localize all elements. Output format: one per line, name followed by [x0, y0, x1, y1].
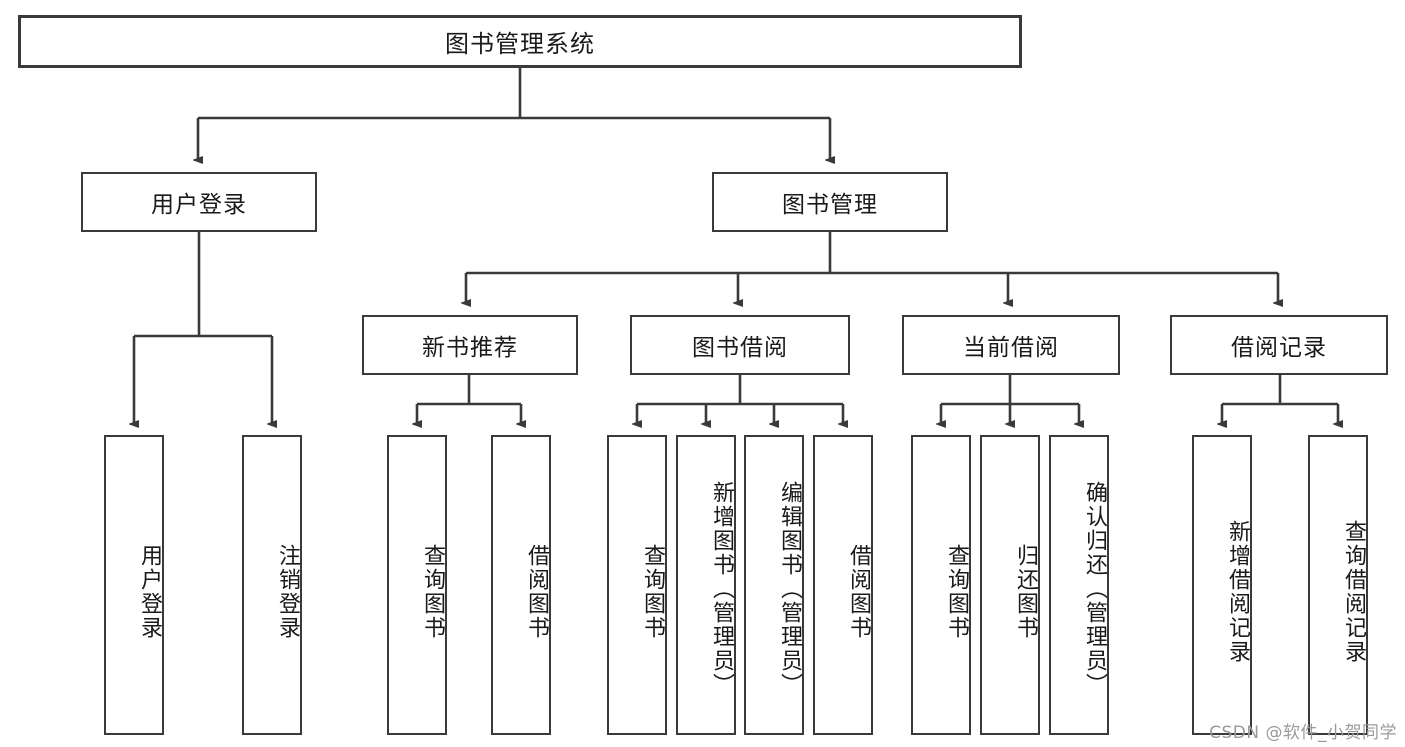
node-book-borrow[interactable]: 图书借阅 [630, 315, 850, 375]
node-recommend-child-1-label: 查询图书 [420, 544, 445, 640]
node-borrow-child-1-label: 查询图书 [640, 544, 665, 640]
node-book-management-label: 图书管理 [782, 192, 878, 218]
node-current-child-3-label: 确认归还（管理员） [1082, 481, 1107, 697]
node-user-login-child-2-label: 注销登录 [275, 544, 300, 640]
node-current-child-2[interactable]: 归还图书 [980, 435, 1040, 735]
node-new-book-recommend-label: 新书推荐 [422, 335, 518, 361]
node-user-login-child-1-label: 用户登录 [137, 544, 162, 640]
node-root[interactable]: 图书管理系统 [18, 15, 1022, 68]
node-record-child-2[interactable]: 查询借阅记录 [1308, 435, 1368, 735]
node-current-child-3[interactable]: 确认归还（管理员） [1049, 435, 1109, 735]
csdn-watermark: CSDN @软件_小贺同学 [1209, 723, 1397, 743]
node-new-book-recommend[interactable]: 新书推荐 [362, 315, 578, 375]
node-book-borrow-label: 图书借阅 [692, 335, 788, 361]
node-current-child-1-label: 查询图书 [944, 544, 969, 640]
node-current-borrow[interactable]: 当前借阅 [902, 315, 1120, 375]
node-user-login[interactable]: 用户登录 [81, 172, 317, 232]
node-borrow-child-2[interactable]: 新增图书（管理员） [676, 435, 736, 735]
node-borrow-child-4[interactable]: 借阅图书 [813, 435, 873, 735]
node-borrow-child-1[interactable]: 查询图书 [607, 435, 667, 735]
node-borrow-child-3[interactable]: 编辑图书（管理员） [744, 435, 804, 735]
node-user-login-child-2[interactable]: 注销登录 [242, 435, 302, 735]
node-current-child-2-label: 归还图书 [1013, 544, 1038, 640]
node-recommend-child-2-label: 借阅图书 [524, 544, 549, 640]
node-borrow-record[interactable]: 借阅记录 [1170, 315, 1388, 375]
node-current-borrow-label: 当前借阅 [963, 335, 1059, 361]
node-borrow-child-2-label: 新增图书（管理员） [709, 481, 734, 697]
node-record-child-2-label: 查询借阅记录 [1341, 520, 1366, 664]
node-book-management[interactable]: 图书管理 [712, 172, 948, 232]
node-recommend-child-2[interactable]: 借阅图书 [491, 435, 551, 735]
node-current-child-1[interactable]: 查询图书 [911, 435, 971, 735]
node-borrow-child-3-label: 编辑图书（管理员） [777, 481, 802, 697]
node-recommend-child-1[interactable]: 查询图书 [387, 435, 447, 735]
node-borrow-child-4-label: 借阅图书 [846, 544, 871, 640]
node-user-login-label: 用户登录 [151, 192, 247, 218]
node-user-login-child-1[interactable]: 用户登录 [104, 435, 164, 735]
node-record-child-1[interactable]: 新增借阅记录 [1192, 435, 1252, 735]
node-borrow-record-label: 借阅记录 [1231, 335, 1327, 361]
node-record-child-1-label: 新增借阅记录 [1225, 520, 1250, 664]
node-root-label: 图书管理系统 [445, 30, 595, 58]
